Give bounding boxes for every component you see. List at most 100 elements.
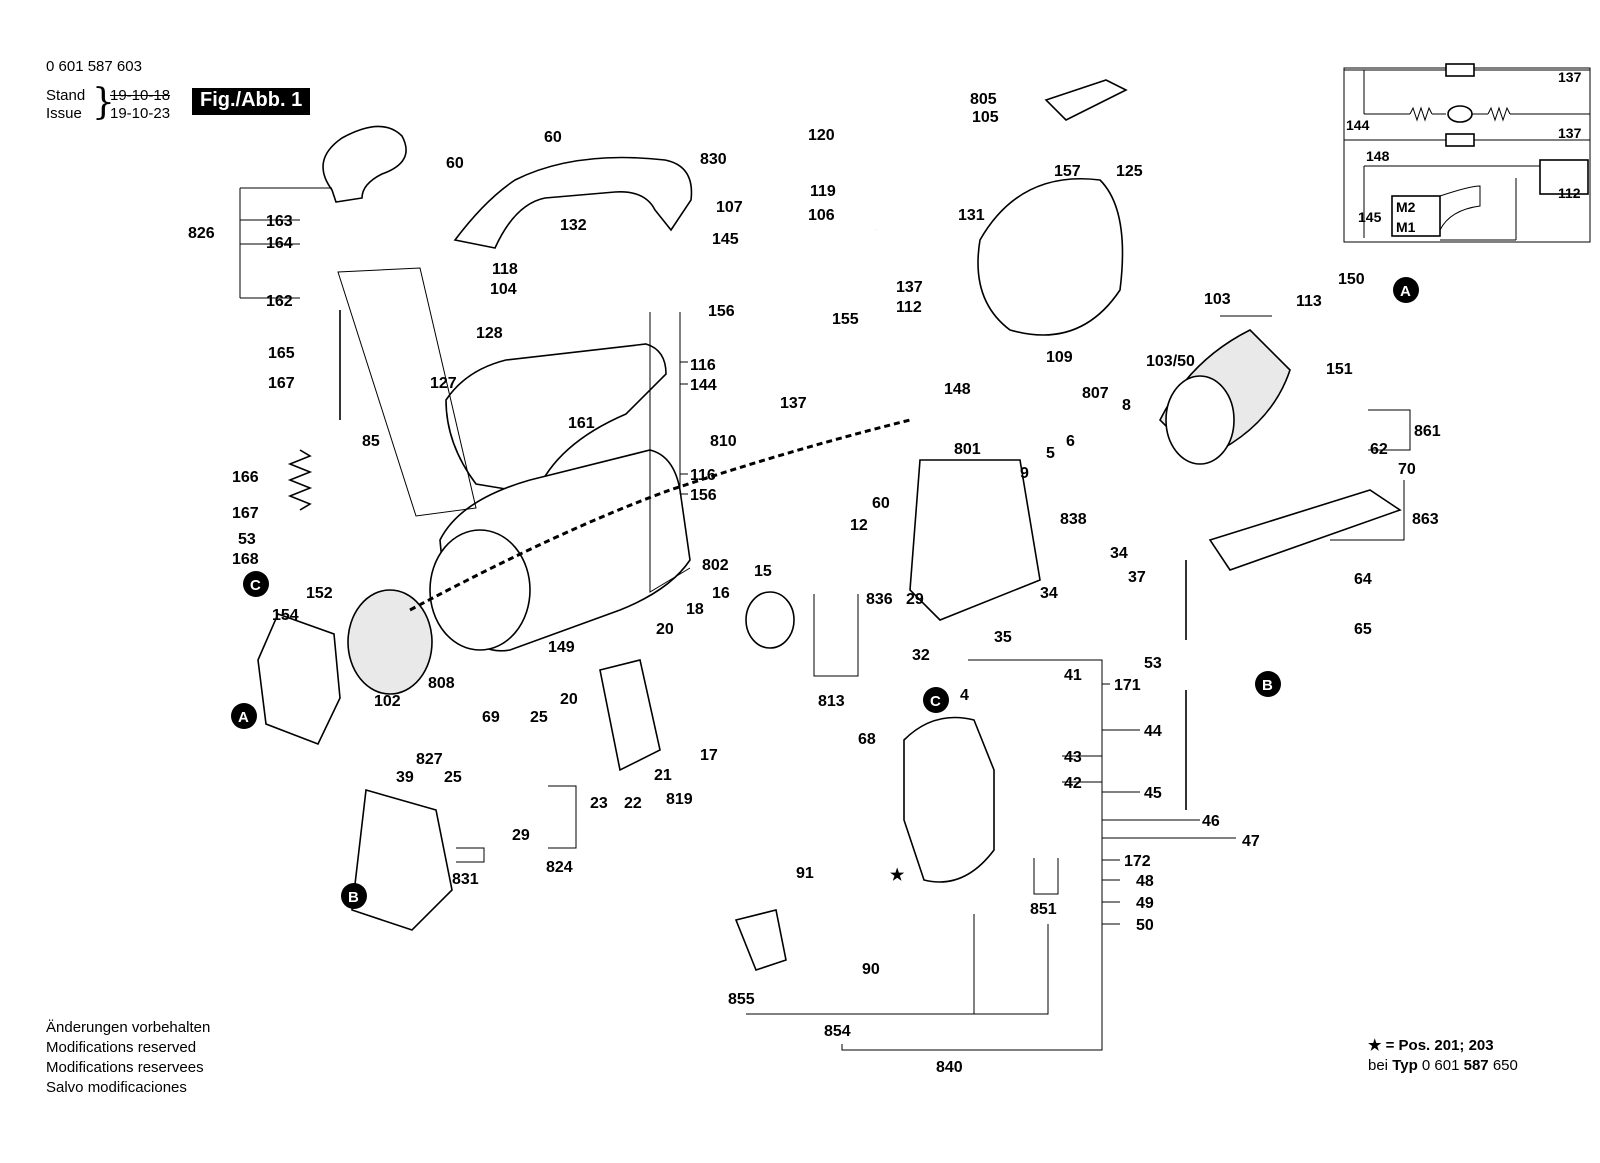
part-label-137a: 137 xyxy=(896,279,923,296)
part-label-156b: 156 xyxy=(690,487,717,504)
part-label-68: 68 xyxy=(858,731,876,748)
part-label-172: 172 xyxy=(1124,853,1151,870)
ref-markers: A A B B C C xyxy=(231,277,1419,909)
stand-issue-dates: 19-10-18 19-10-23 xyxy=(110,87,170,123)
stand-date-old: 19-10-18 xyxy=(110,87,171,104)
ref-marker-b-left-label: B xyxy=(348,889,359,906)
part-label-18: 18 xyxy=(686,601,704,618)
part-label-50: 50 xyxy=(1136,917,1154,934)
part-label-53b: 53 xyxy=(1144,655,1162,672)
part-label-106: 106 xyxy=(808,207,835,224)
part-label-152: 152 xyxy=(306,585,333,602)
part-label-20b: 20 xyxy=(560,691,578,708)
part-label-37: 37 xyxy=(1128,569,1146,586)
part-label-25b: 25 xyxy=(444,769,462,786)
stand-label: Stand xyxy=(46,87,86,104)
part-label-42: 42 xyxy=(1064,775,1082,792)
part-label-116a: 116 xyxy=(690,357,716,374)
part-label-119: 119 xyxy=(810,183,836,200)
part-label-819: 819 xyxy=(666,791,693,808)
part-label-168: 168 xyxy=(232,551,259,568)
ref-marker-c-mid-label: C xyxy=(930,693,941,710)
part-label-854: 854 xyxy=(824,1023,851,1040)
part-label-32: 32 xyxy=(912,647,930,664)
footnote-num: 0 601 xyxy=(1417,1057,1464,1074)
part-label-808: 808 xyxy=(428,675,455,692)
part-label-861: 861 xyxy=(1414,423,1441,440)
part-label-120: 120 xyxy=(808,127,835,144)
schematic-label-137b: 137 xyxy=(1558,125,1582,141)
note-de: Änderungen vorbehalten xyxy=(46,1019,211,1036)
schematic-label-145: 145 xyxy=(1358,209,1382,225)
part-label-41: 41 xyxy=(1064,667,1082,684)
part-label-15: 15 xyxy=(754,563,772,580)
part-label-60c: 60 xyxy=(872,495,890,512)
stand-issue-labels: Stand Issue xyxy=(46,87,85,123)
schematic-label-137a: 137 xyxy=(1558,69,1582,85)
part-label-145: 145 xyxy=(712,231,739,248)
note-fr: Modifications reservees xyxy=(46,1059,204,1076)
part-label-91: 91 xyxy=(796,865,814,882)
footnote-typ: Typ xyxy=(1392,1057,1418,1074)
part-label-167b: 167 xyxy=(232,505,259,522)
part-label-113: 113 xyxy=(1296,293,1322,310)
part-label-148: 148 xyxy=(944,381,971,398)
ref-marker-b-right-label: B xyxy=(1262,677,1273,694)
part-label-801: 801 xyxy=(954,441,981,458)
part-label-157: 157 xyxy=(1054,163,1081,180)
footnote-prefix: bei xyxy=(1368,1057,1393,1074)
part-label-824: 824 xyxy=(546,859,573,876)
part-label-863: 863 xyxy=(1412,511,1439,528)
part-label-25a: 25 xyxy=(530,709,548,726)
part-label-807: 807 xyxy=(1082,385,1109,402)
part-label-69: 69 xyxy=(482,709,500,726)
part-label-85: 85 xyxy=(362,433,380,450)
part-label-23: 23 xyxy=(590,795,608,812)
part-label-836: 836 xyxy=(866,591,893,608)
part-label-112: 112 xyxy=(896,299,922,316)
ref-marker-c-left xyxy=(243,571,269,597)
note-es: Salvo modificaciones xyxy=(46,1079,187,1096)
ref-marker-a-top xyxy=(1393,277,1419,303)
modifications-notes: Änderungen vorbehalten Modifications res… xyxy=(46,1018,210,1098)
part-label-90: 90 xyxy=(862,961,880,978)
ref-marker-b-left xyxy=(341,883,367,909)
part-label-39: 39 xyxy=(396,769,414,786)
part-label-128: 128 xyxy=(476,325,503,342)
part-label-151: 151 xyxy=(1326,361,1353,378)
ref-marker-b-right xyxy=(1255,671,1281,697)
part-label-167a: 167 xyxy=(268,375,295,392)
part-label-70: 70 xyxy=(1398,461,1416,478)
part-label-156a: 156 xyxy=(708,303,735,320)
part-label-162: 162 xyxy=(266,293,293,310)
issue-label: Issue xyxy=(46,105,82,122)
schematic-label-112: 112 xyxy=(1558,185,1581,201)
footnote-end: 650 xyxy=(1488,1057,1518,1074)
wiring-schematic: 137 144 137 148 112 M2 145 M1 xyxy=(1343,63,1591,243)
part-label-131: 131 xyxy=(958,207,985,224)
part-label-154: 154 xyxy=(272,607,299,624)
part-label-34b: 34 xyxy=(1040,585,1058,602)
footnote-position: ★ = Pos. 201; 203 xyxy=(1368,1037,1494,1054)
ref-marker-c-mid xyxy=(923,687,949,713)
ref-marker-a-left-label: A xyxy=(238,709,249,726)
footnote-type: bei Typ 0 601 587 650 xyxy=(1368,1056,1518,1076)
figure-label: Fig./Abb. 1 xyxy=(192,88,311,115)
part-labels: 805 105 120 157 125 60 830 119 107 106 1… xyxy=(188,91,1441,1076)
part-label-105: 105 xyxy=(972,109,999,126)
star-footnote: ★ = Pos. 201; 203 bei Typ 0 601 587 650 xyxy=(1368,1036,1518,1076)
schematic-label-144: 144 xyxy=(1346,117,1370,133)
part-label-132: 132 xyxy=(560,217,587,234)
part-label-44: 44 xyxy=(1144,723,1162,740)
part-label-103: 103 xyxy=(1204,291,1231,308)
part-label-62: 62 xyxy=(1370,441,1388,458)
part-label-805: 805 xyxy=(970,91,997,108)
part-label-49: 49 xyxy=(1136,895,1154,912)
part-label-171: 171 xyxy=(1114,677,1141,694)
part-label-155: 155 xyxy=(832,311,859,328)
part-label-161: 161 xyxy=(568,415,595,432)
part-label-802: 802 xyxy=(702,557,729,574)
part-label-64: 64 xyxy=(1354,571,1372,588)
part-label-21: 21 xyxy=(654,767,672,784)
part-label-125: 125 xyxy=(1116,163,1143,180)
